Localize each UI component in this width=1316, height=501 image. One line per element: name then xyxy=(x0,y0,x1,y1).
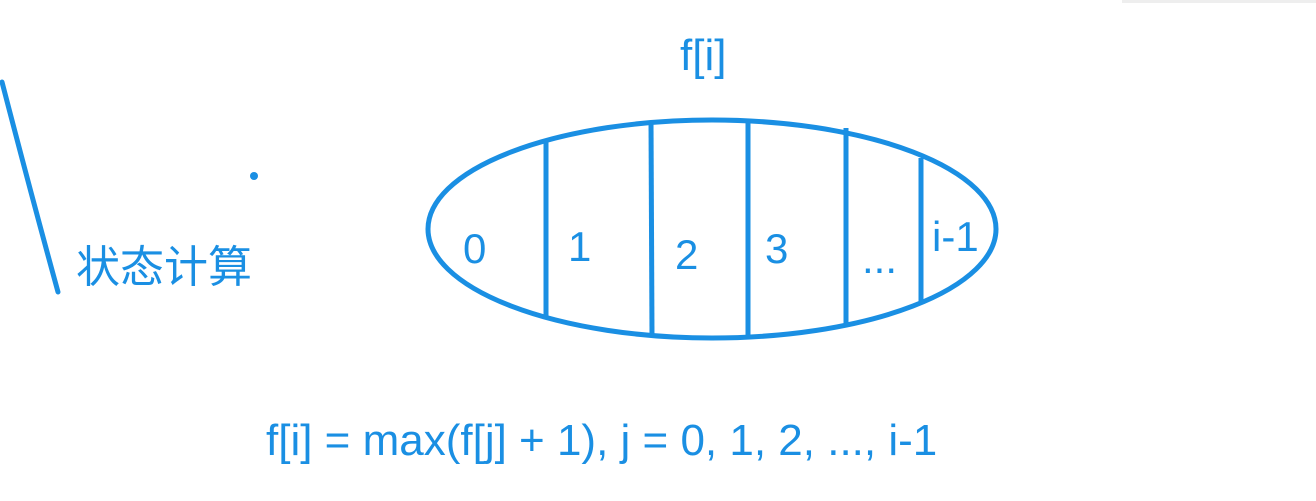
set-title: f[i] xyxy=(680,31,727,80)
partition-label: ... xyxy=(862,235,898,282)
state-computation-label: 状态计算 xyxy=(76,242,252,293)
partition-label: 2 xyxy=(675,231,699,278)
partition-label: i-1 xyxy=(932,213,979,260)
recurrence-formula: f[i] = max(f[j] + 1), j = 0, 1, 2, ..., … xyxy=(266,416,938,465)
partition-label: 1 xyxy=(568,223,592,270)
state-set-ellipse xyxy=(425,117,999,341)
divider-2 xyxy=(648,120,655,337)
partition-label: 0 xyxy=(463,225,487,272)
branch-stroke xyxy=(0,79,61,295)
toolbar-strip xyxy=(1122,0,1316,3)
stray-dot xyxy=(250,172,258,180)
partition-label: 3 xyxy=(765,225,789,272)
